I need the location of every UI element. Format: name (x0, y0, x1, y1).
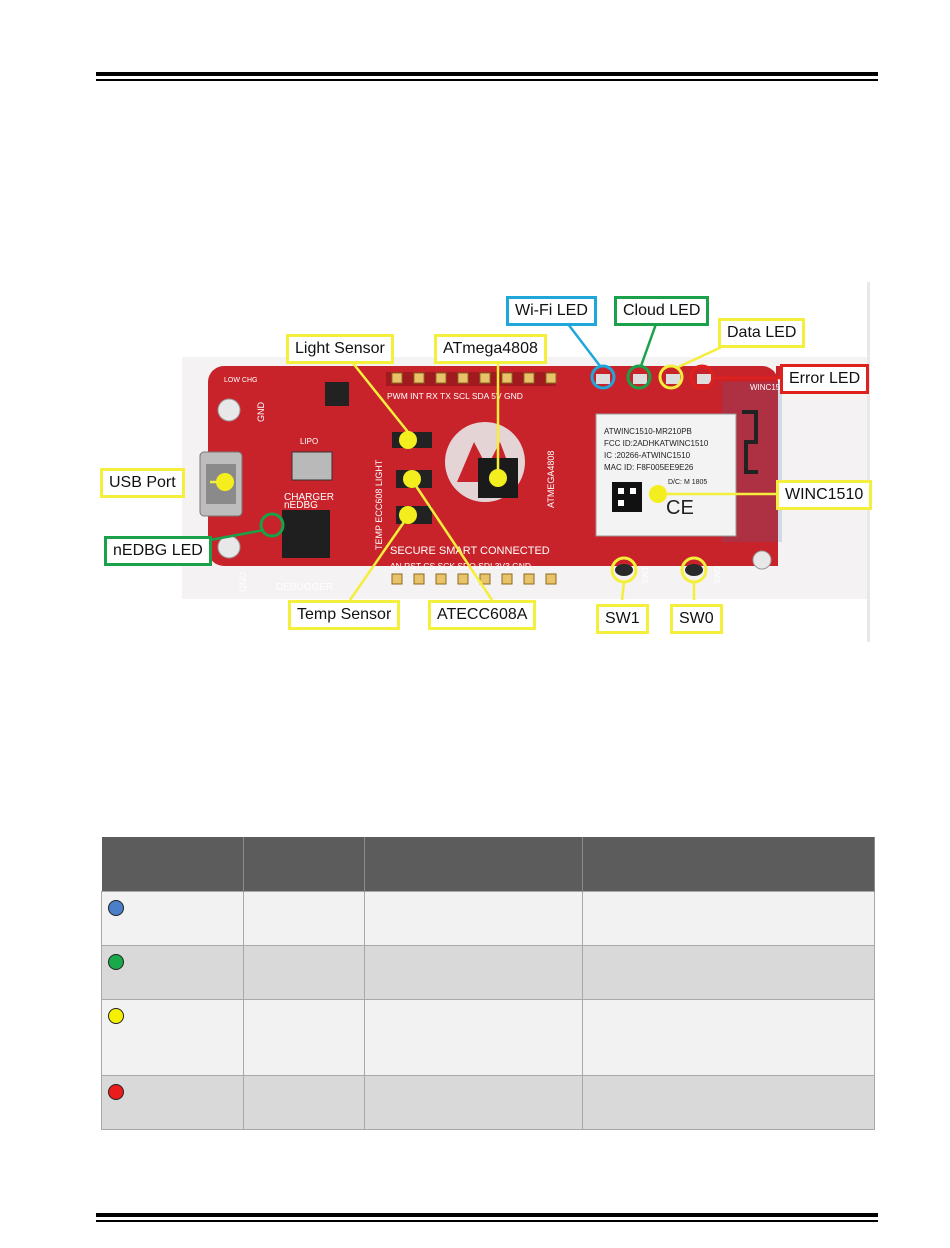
callout-wifi-led: Wi-Fi LED (506, 296, 597, 326)
leader-lines (209, 323, 780, 601)
table-cell-led (101, 891, 244, 946)
lipo-label: LIPO (300, 437, 318, 446)
callout-sw1: SW1 (596, 604, 649, 634)
footer-rule-thick (96, 1213, 878, 1217)
table-cell-led (101, 1075, 244, 1130)
board-figure: PWM INT RX TX SCL SDA 5V GND SECURE SMAR… (100, 282, 873, 642)
side-label: TEMP ECC608 LIGHT (374, 459, 384, 550)
ce-mark: CE (666, 497, 694, 519)
board-illustration: PWM INT RX TX SCL SDA 5V GND SECURE SMAR… (182, 282, 870, 642)
debugger-label: DEBUGGER (276, 582, 333, 593)
top-header-label: PWM INT RX TX SCL SDA 5V GND (387, 391, 523, 401)
module-dc: D/C: M 1805 (668, 479, 707, 486)
callout-data-led: Data LED (718, 318, 806, 348)
module-line: IC :20266-ATWINC1510 (604, 451, 691, 460)
marker-dots (216, 431, 667, 524)
top-header: PWM INT RX TX SCL SDA 5V GND (386, 372, 557, 401)
header-rule-thick (96, 72, 878, 76)
callout-sw0: SW0 (670, 604, 723, 634)
table-row (101, 999, 875, 1076)
bottom-header: SECURE SMART CONNECTED AN RST CS SCK SDO… (390, 545, 557, 585)
bottom-header-label: AN RST CS SCK SDO SDI 3V3 GND (390, 561, 531, 571)
table-cell (243, 945, 365, 1000)
table-cell (364, 945, 583, 1000)
module-line: ATWINC1510-MR210PB (604, 427, 692, 436)
footer-rule-thin (96, 1220, 878, 1222)
blue-led-dot (108, 900, 124, 916)
gnd-label: GND (256, 402, 266, 423)
callout-error-led: Error LED (780, 364, 870, 394)
table-header-cell (364, 837, 583, 892)
figure-edge (867, 282, 870, 642)
table-row (101, 1075, 875, 1130)
debugger-chip (282, 510, 330, 558)
table-cell-led (101, 945, 244, 1000)
qr-code (612, 482, 642, 512)
sw1-edge-label: SW1 (641, 566, 650, 584)
data-led-ring (658, 364, 684, 390)
callout-winc: WINC1510 (776, 480, 873, 510)
table-cell (364, 1075, 583, 1130)
table-row (101, 891, 875, 946)
secure-label: SECURE SMART CONNECTED (390, 545, 550, 557)
header-rule-thin (96, 79, 878, 81)
table-cell (364, 999, 583, 1076)
callout-crypto: ATECC608A (428, 600, 537, 630)
table-cell-led (101, 999, 244, 1076)
gnd-label: GND (238, 572, 248, 593)
callout-temp-sensor: Temp Sensor (288, 600, 401, 630)
winc-edge-label: WINC1510 (750, 383, 790, 392)
winc-module (595, 413, 737, 537)
table-cell (243, 1075, 365, 1130)
mcu-board-label: ATMEGA4808 (546, 451, 556, 508)
table-header-cell (243, 837, 365, 892)
nedbg-board-label: nEDBG (284, 500, 318, 511)
led-table (101, 837, 875, 1130)
callout-cloud-led: Cloud LED (614, 296, 710, 326)
table-cell (582, 999, 875, 1076)
yellow-led-dot (108, 1008, 124, 1024)
cloud-led-ring (626, 364, 652, 390)
table-cell (243, 891, 365, 946)
nedbg-led-ring (259, 512, 285, 538)
table-header-cell (582, 837, 875, 892)
table-header-row (101, 837, 875, 892)
table-row (101, 945, 875, 1000)
mount-hole (752, 550, 772, 570)
module-line: MAC ID: F8F005EE9E26 (604, 463, 694, 472)
callout-mcu: ATmega4808 (434, 334, 547, 364)
green-led-dot (108, 954, 124, 970)
mount-hole (217, 398, 241, 422)
mount-hole (217, 535, 241, 559)
table-cell (364, 891, 583, 946)
callout-light-sensor: Light Sensor (286, 334, 394, 364)
charger-label: CHARGER (284, 492, 334, 503)
led-row (596, 374, 711, 384)
low-chg-label: LOW CHG (224, 377, 257, 384)
wifi-led-ring (590, 364, 616, 390)
module-line: FCC ID:2ADHKATWINC1510 (604, 439, 709, 448)
table-header-cell (101, 837, 244, 892)
charger-chip (291, 451, 333, 481)
table-cell (582, 945, 875, 1000)
callout-nedbg-led: nEDBG LED (104, 536, 212, 566)
table-cell (582, 1075, 875, 1130)
callout-usb-port: USB Port (100, 468, 185, 498)
sw0-edge-label: SW0 (713, 566, 722, 584)
table-cell (243, 999, 365, 1076)
table-cell (582, 891, 875, 946)
red-led-dot (108, 1084, 124, 1100)
small-ic (325, 382, 349, 406)
